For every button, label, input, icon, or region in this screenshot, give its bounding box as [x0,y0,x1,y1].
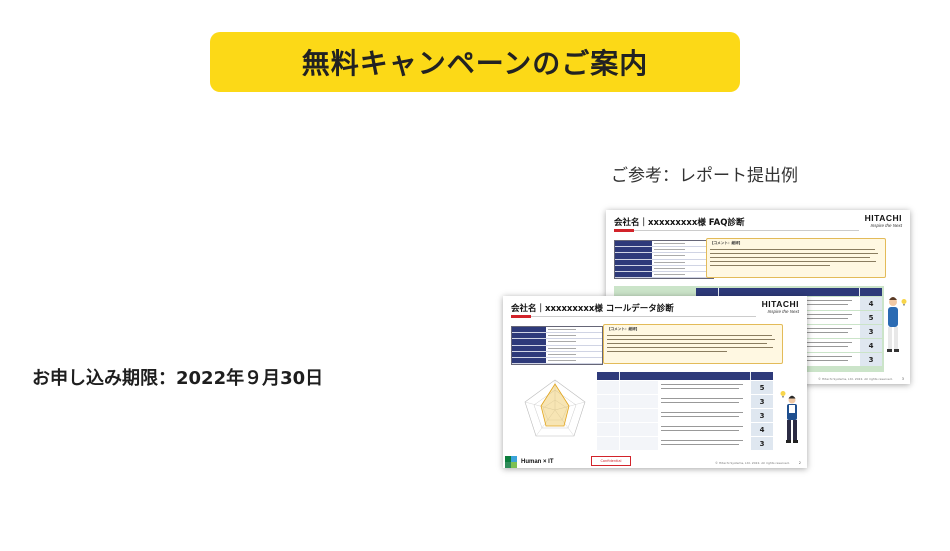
table-row: 3 [597,395,773,408]
score-cell: 3 [751,437,773,450]
comment-title: 【コメント：総評】 [607,327,640,331]
table-row: 4 [597,423,773,436]
slide-title-rule [614,230,859,231]
slide-title: 会社名｜xxxxxxxxx様 FAQ診断 [614,218,745,228]
score-cell: 3 [751,409,773,422]
score-cell: 4 [751,423,773,436]
reference-caption: ご参考：レポート提出例 [611,166,798,186]
report-sample-call-data: 会社名｜xxxxxxxxx様 コールデータ診断 HITACHI Inspire … [503,296,807,468]
confidential-label: Confidential [591,456,631,466]
score-cell: 3 [860,325,882,338]
table-row: 3 [597,409,773,422]
slide-page-number: 3 [901,377,904,381]
score-cell: 3 [751,395,773,408]
slide-copyright: © Hitachi Systems, Ltd. 2022. All rights… [715,461,790,465]
application-deadline: お申し込み期限：2022年９月30日 [32,368,324,389]
table-row: 3 [597,437,773,450]
score-cell: 5 [751,381,773,394]
logo-brand: HITACHI [761,299,799,309]
logo-tagline: Inspire the Next [767,309,799,314]
score-table: 5 3 3 4 3 [597,372,773,450]
comment-box: 【コメント：総評】 [603,324,783,364]
score-cell: 5 [860,311,882,324]
human-it-text: Human × IT [521,458,554,465]
basic-info-table [614,240,714,280]
slide-copyright: © Hitachi Systems, Ltd. 2022. All rights… [818,377,893,381]
slide-title: 会社名｜xxxxxxxxx様 コールデータ診断 [511,304,674,314]
human-it-logo: Human × IT [503,455,613,468]
human-it-mark [505,455,517,468]
table-row: 5 [597,381,773,394]
slide-title-accent [511,315,531,318]
campaign-banner: 無料キャンペーンのご案内 [210,32,740,92]
logo-tagline: Inspire the Next [870,223,902,228]
person-illustration [786,395,798,443]
banner-title: 無料キャンペーンのご案内 [301,47,649,80]
logo-brand: HITACHI [864,213,902,223]
radar-chart [524,379,586,437]
slide-title-accent [614,229,634,232]
hitachi-logo: HITACHI Inspire the Next [761,299,799,315]
comment-title: 【コメント：総評】 [710,241,743,245]
lightbulb-icon [780,391,786,398]
hitachi-logo: HITACHI Inspire the Next [864,213,902,229]
slide-title-rule [511,316,756,317]
score-cell: 4 [860,297,882,310]
lightbulb-icon [901,299,907,306]
slide-page-number: 2 [798,461,801,465]
comment-box: 【コメント：総評】 [706,238,886,278]
score-cell: 3 [860,353,882,366]
score-cell: 4 [860,339,882,352]
basic-info-table [511,326,603,366]
person-illustration [887,297,899,352]
